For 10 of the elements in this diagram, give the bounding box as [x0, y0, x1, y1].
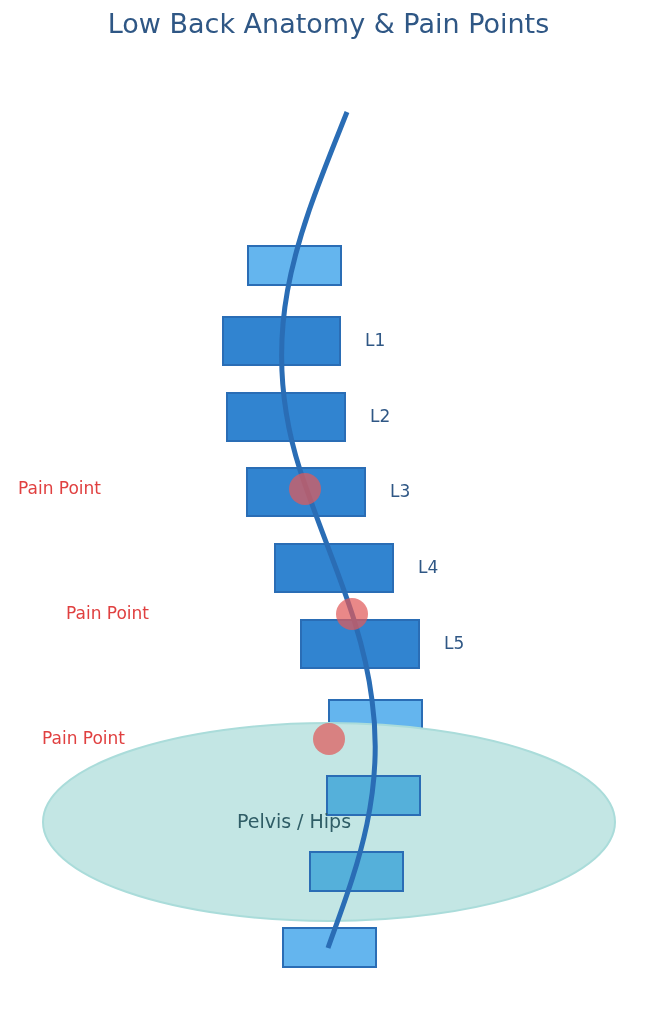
vertebra-label: L2: [370, 406, 391, 426]
vertebra-label: L3: [390, 481, 411, 501]
vertebra-label: L4: [418, 557, 439, 577]
pain-point-label: Pain Point: [42, 728, 126, 748]
diagram-title: Low Back Anatomy & Pain Points: [107, 8, 550, 39]
pain-point-label: Pain Point: [18, 478, 102, 498]
pain-point-label: Pain Point: [66, 603, 150, 623]
vertebra-label: L5: [444, 633, 465, 653]
vertebra-label: L1: [365, 330, 386, 350]
region-label: Pelvis / Hips: [236, 810, 352, 832]
